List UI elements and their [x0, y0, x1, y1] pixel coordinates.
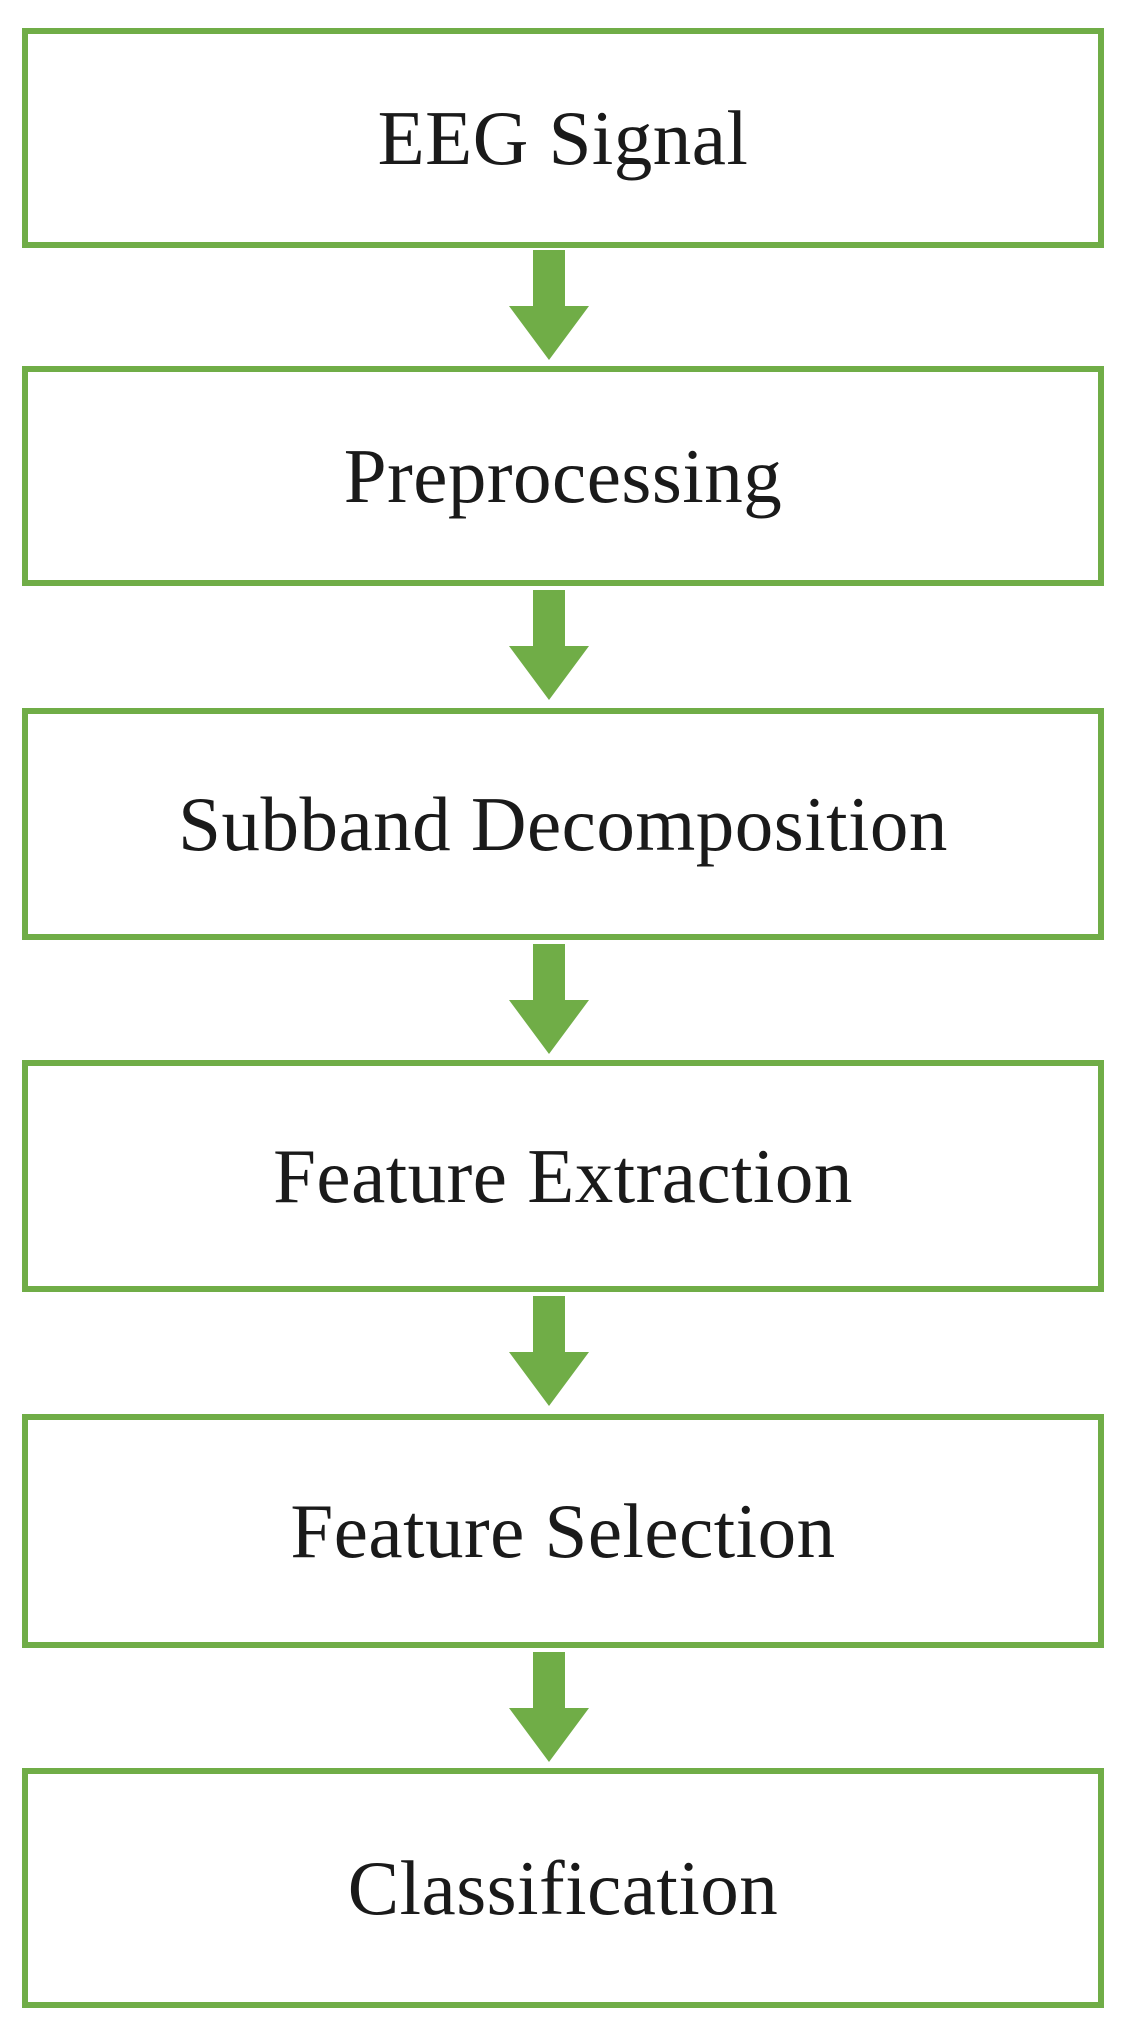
step-label: Feature Extraction [273, 1132, 853, 1219]
down-arrow-icon [509, 590, 589, 700]
step-eeg-signal-box: EEG Signal [22, 28, 1104, 248]
step-subband-decomposition-box: Subband Decomposition [22, 708, 1104, 940]
step-preprocessing-box: Preprocessing [22, 366, 1104, 586]
step-classification-box: Classification [22, 1768, 1104, 2008]
down-arrow-icon [509, 944, 589, 1054]
step-feature-selection-box: Feature Selection [22, 1414, 1104, 1648]
step-label: Feature Selection [290, 1487, 836, 1574]
down-arrow-icon [509, 1652, 589, 1762]
step-label: EEG Signal [377, 94, 749, 181]
step-feature-extraction-box: Feature Extraction [22, 1060, 1104, 1292]
step-label: Subband Decomposition [178, 780, 948, 867]
step-label: Classification [347, 1844, 779, 1931]
step-label: Preprocessing [343, 432, 783, 519]
down-arrow-icon [509, 1296, 589, 1406]
down-arrow-icon [509, 250, 589, 360]
